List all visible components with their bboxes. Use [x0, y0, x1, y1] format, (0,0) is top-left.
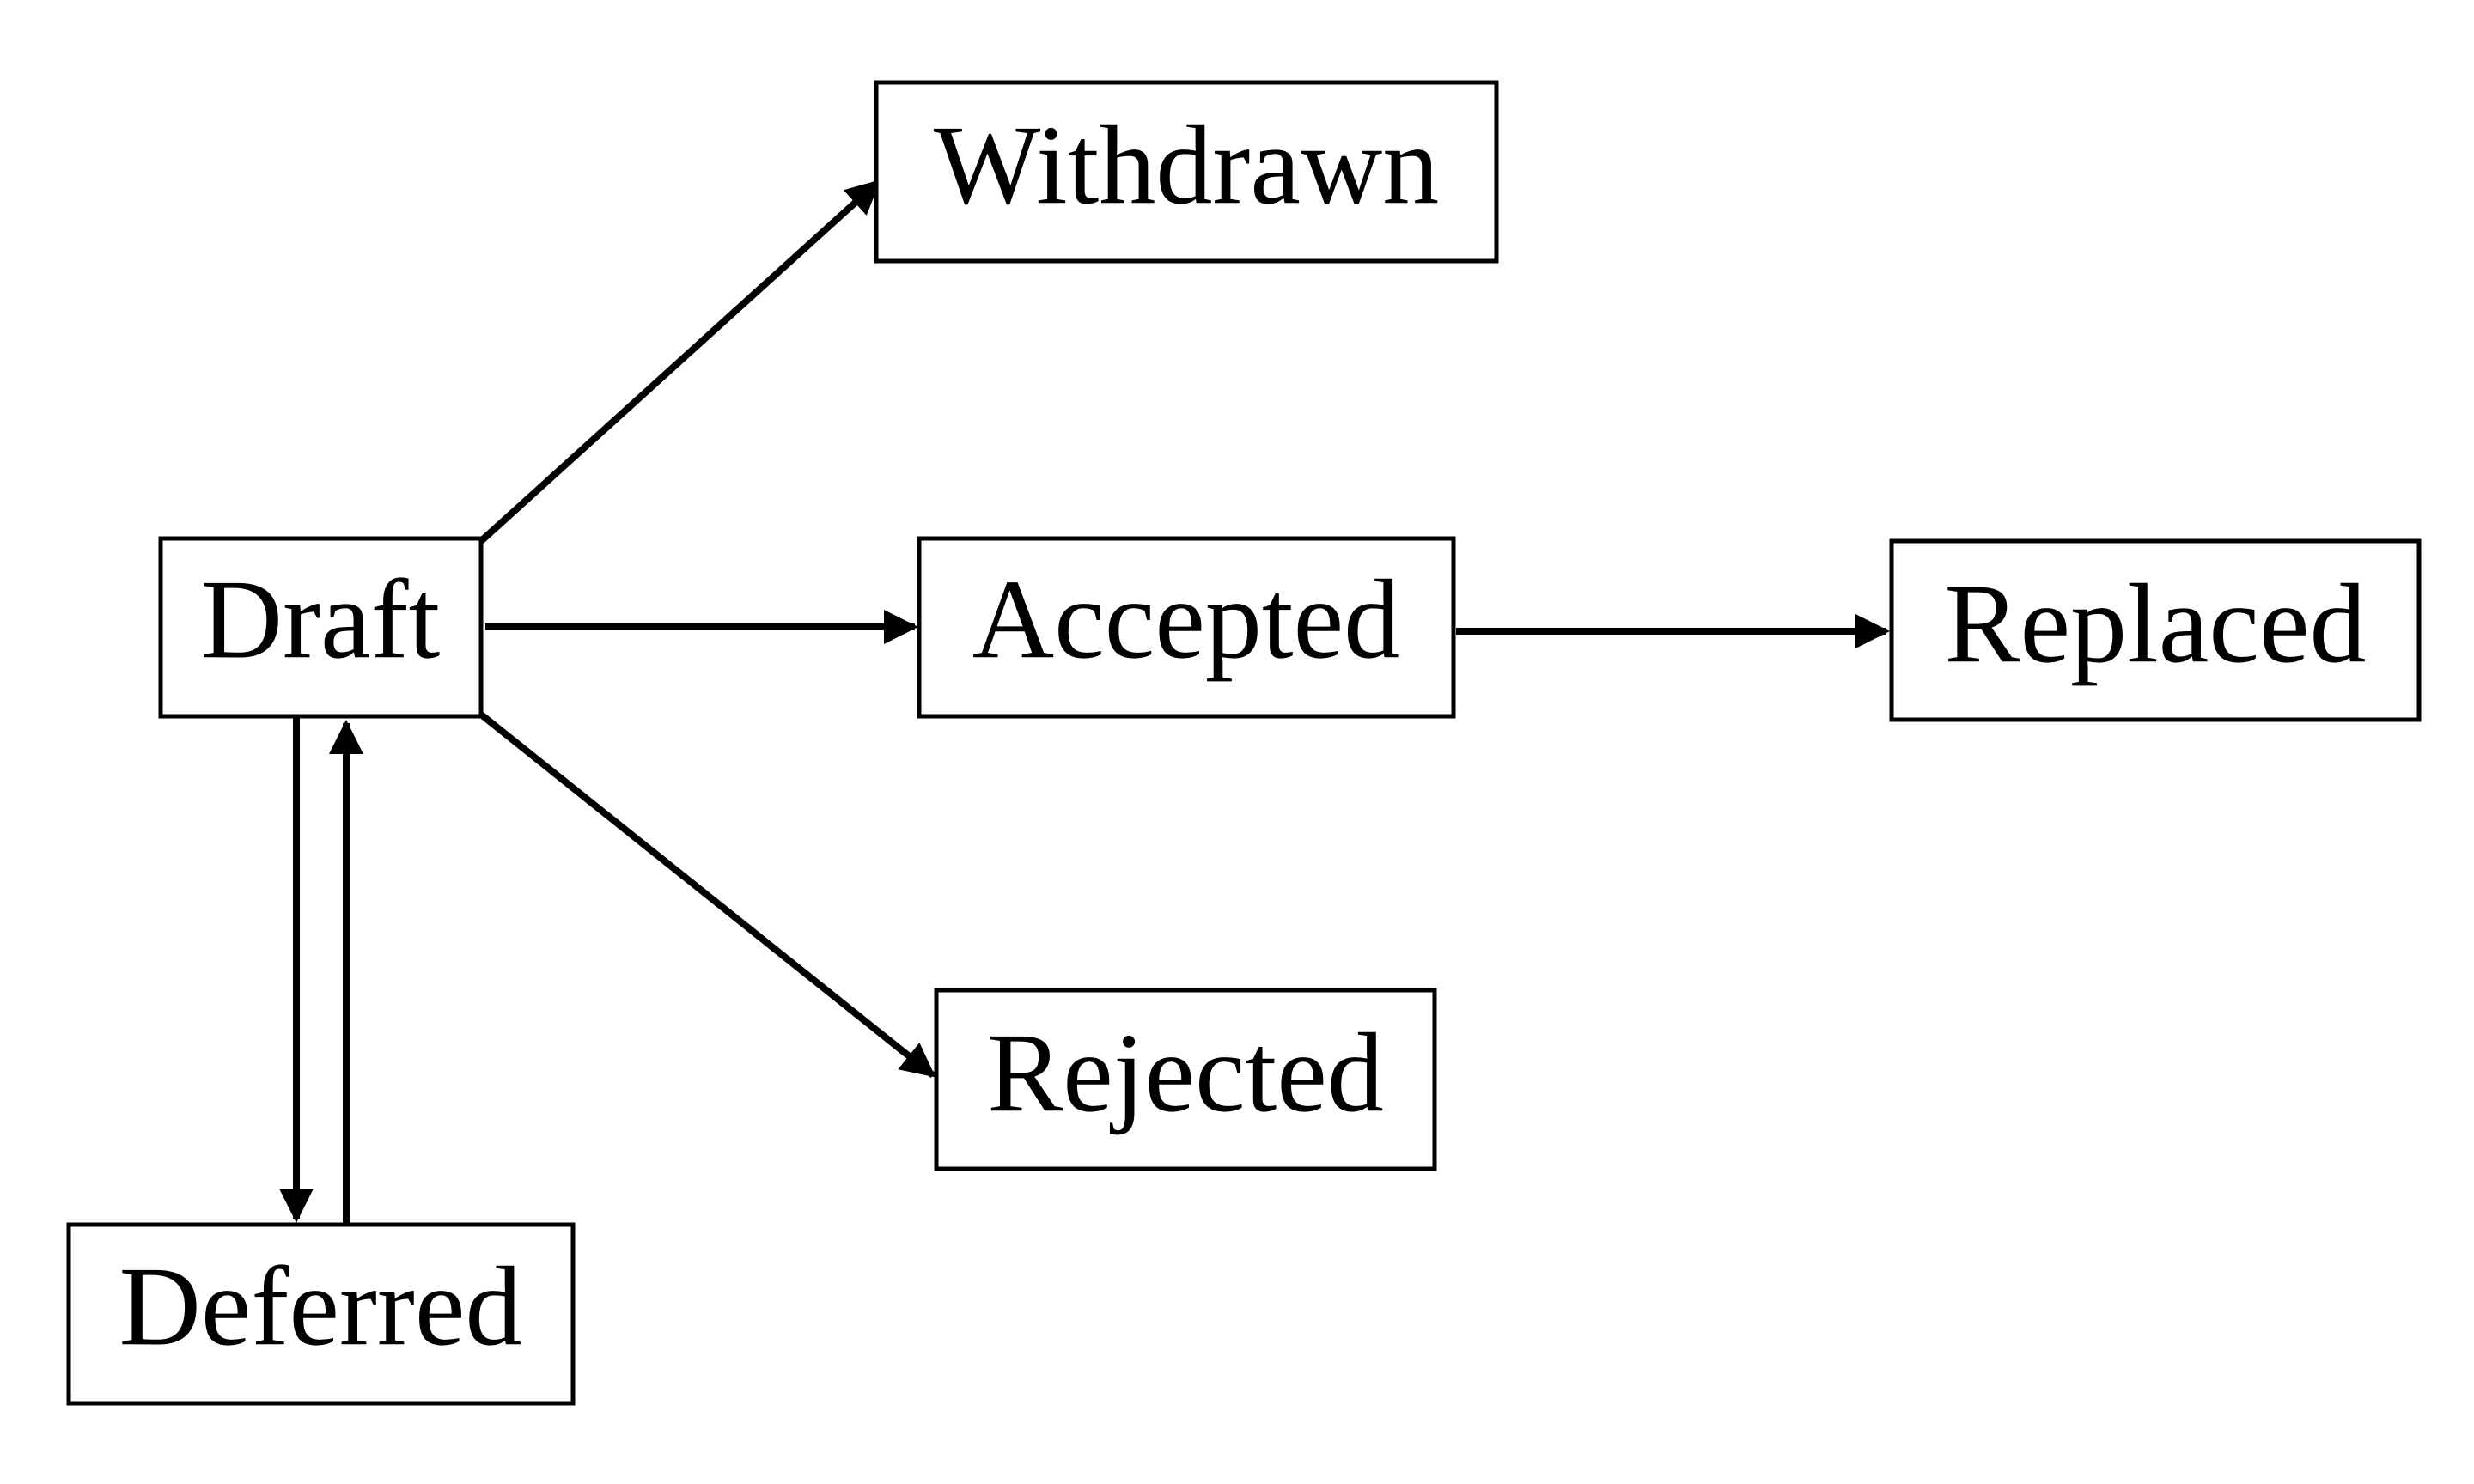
node-withdrawn: Withdrawn [874, 80, 1499, 264]
node-rejected: Rejected [934, 988, 1437, 1171]
node-replaced-box [1889, 538, 2422, 722]
node-draft: Draft [158, 536, 484, 719]
edge-draft-to-rejected [478, 711, 936, 1079]
node-draft-label: Draft [201, 556, 441, 682]
node-deferred-label: Deferred [119, 1243, 522, 1369]
node-replaced-label: Replaced [1944, 560, 2366, 686]
node-accepted: Accepted [917, 536, 1456, 719]
edge-draft-to-withdrawn [478, 179, 881, 544]
node-accepted-box [917, 536, 1456, 719]
edges [279, 179, 1890, 1225]
node-draft-box [158, 536, 484, 719]
node-rejected-box [934, 988, 1437, 1171]
node-replaced: Replaced [1889, 538, 2422, 722]
node-deferred: Deferred [66, 1222, 576, 1406]
node-withdrawn-box [874, 80, 1499, 264]
node-deferred-box [66, 1222, 576, 1406]
node-withdrawn-label: Withdrawn [934, 101, 1440, 228]
node-rejected-label: Rejected [987, 1009, 1384, 1135]
node-accepted-label: Accepted [972, 556, 1400, 682]
